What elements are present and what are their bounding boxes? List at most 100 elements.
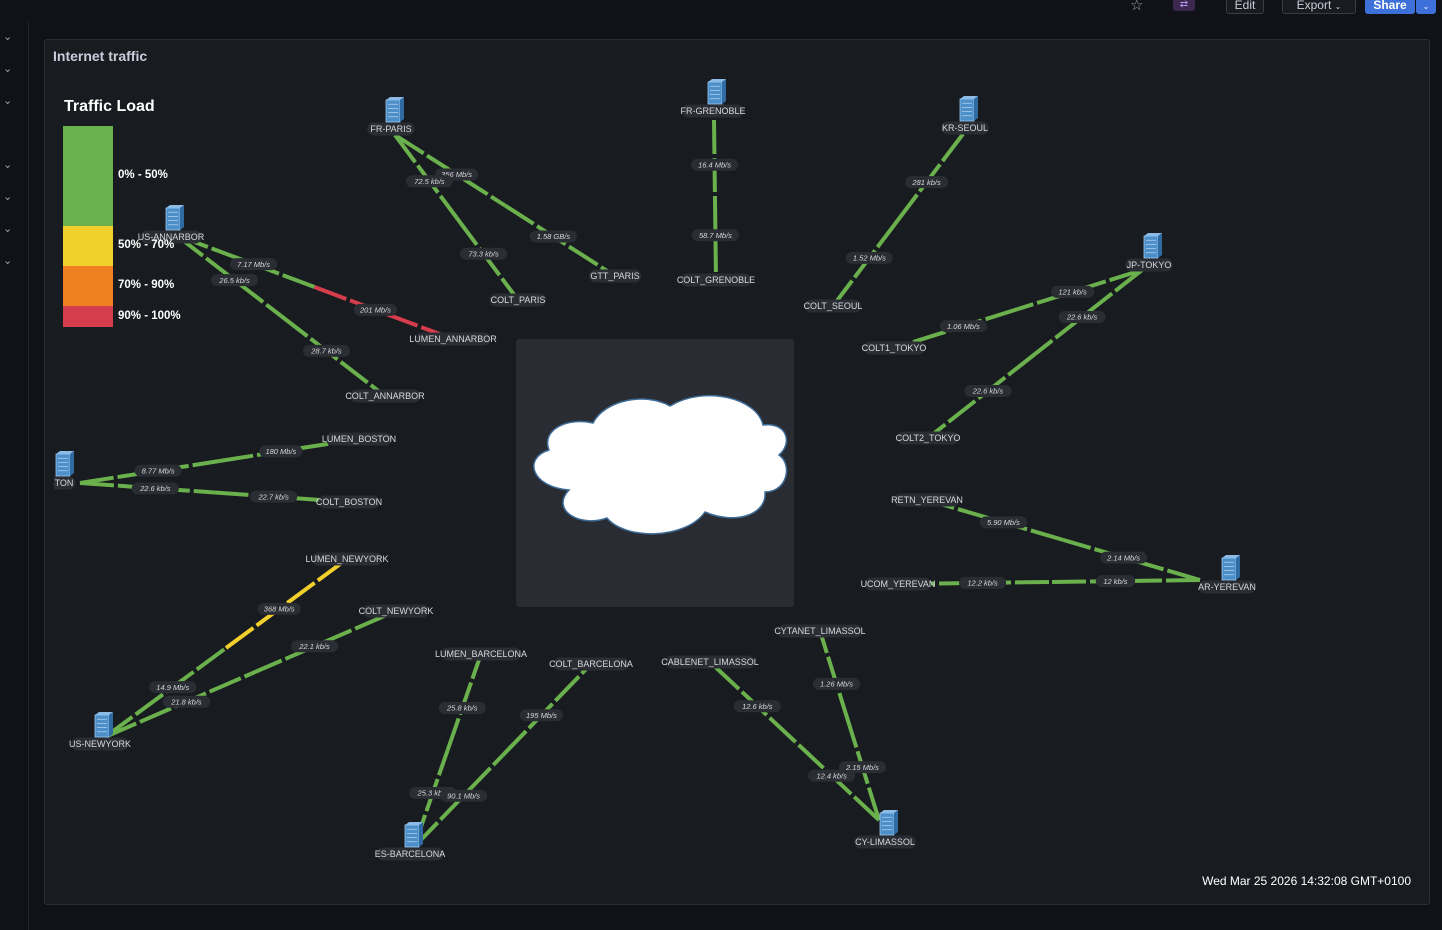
link-label[interactable]: 73.3 kb/s xyxy=(460,247,508,260)
link-segment-in[interactable] xyxy=(313,285,454,341)
link-label-text: 201 Mb/s xyxy=(359,306,391,315)
node-label-text: CYTANET_LIMASSOL xyxy=(774,626,865,636)
edit-button[interactable]: Edit xyxy=(1226,0,1264,14)
server-icon-side xyxy=(70,451,74,476)
link-label[interactable]: 180 Mb/s xyxy=(259,445,303,458)
node-label[interactable]: COLT_ANNARBOR xyxy=(345,389,425,403)
link-label[interactable]: 28.7 kb/s xyxy=(302,344,351,357)
node-label[interactable]: LUMEN_BARCELONA xyxy=(435,647,527,661)
link-label[interactable]: 22.1 kb/s xyxy=(290,640,339,653)
link-label[interactable]: 14.9 Mb/s xyxy=(149,681,197,694)
node-label[interactable]: COLT_NEWYORK xyxy=(359,604,434,618)
link-label[interactable]: 1.52 Mb/s xyxy=(845,251,893,264)
link-label-bg xyxy=(460,247,508,260)
link-label[interactable]: 72.5 kb/s xyxy=(405,175,453,188)
link-label[interactable]: 26.5 kb/s xyxy=(210,274,259,287)
node-label[interactable]: KR-SEOUL xyxy=(941,121,989,135)
node-label[interactable]: RETN_YEREVAN xyxy=(891,493,963,507)
node-label[interactable]: FR-PARIS xyxy=(367,122,415,136)
node-label[interactable]: COLT_SEOUL xyxy=(804,299,863,313)
node-label[interactable]: LUMEN_NEWYORK xyxy=(305,552,389,566)
node-label[interactable]: AR-YEREVAN xyxy=(1198,580,1256,594)
server-icon-side xyxy=(1236,555,1240,580)
link-label[interactable]: 195 Mb/s xyxy=(519,709,564,722)
star-icon[interactable]: ☆ xyxy=(1130,0,1144,14)
link-label[interactable]: 201 Mb/s xyxy=(353,303,398,316)
node-label[interactable]: ES-BARCELONA xyxy=(375,847,446,861)
link-label[interactable]: 90.1 Mb/s xyxy=(440,789,488,802)
link-label[interactable]: 2.15 Mb/s xyxy=(838,761,887,774)
node-label[interactable]: STON xyxy=(47,476,76,490)
link-label[interactable]: 58.7 Mb/s xyxy=(691,229,739,242)
link-label[interactable]: 12.2 kb/s xyxy=(959,576,1007,589)
node-label[interactable]: COLT_PARIS xyxy=(489,293,547,307)
server-icon-side xyxy=(419,822,423,847)
link-label[interactable]: 22.6 kb/s xyxy=(131,482,179,495)
link-segment-out[interactable] xyxy=(175,233,316,289)
chevron-down-icon[interactable]: ⌄ xyxy=(3,31,13,43)
link-segment-in[interactable] xyxy=(224,557,349,650)
link-label-bg xyxy=(257,602,301,615)
link-label[interactable]: 7.17 Mb/s xyxy=(230,258,278,271)
chevron-down-icon[interactable]: ⌄ xyxy=(3,159,13,171)
node-label[interactable]: COLT_BARCELONA xyxy=(549,657,633,671)
link-label[interactable]: 22.6 kb/s xyxy=(1058,311,1106,324)
share-dropdown-button[interactable]: ⌄ xyxy=(1416,0,1436,14)
chevron-down-icon[interactable]: ⌄ xyxy=(3,191,13,203)
link-label-text: 25.8 kb/s xyxy=(446,704,478,713)
swap-icon[interactable]: ⇄ xyxy=(1173,0,1195,11)
link-label[interactable]: 2.14 Mb/s xyxy=(1100,551,1148,564)
chevron-down-icon[interactable]: ⌄ xyxy=(3,255,13,267)
node-label[interactable]: GTT_PARIS xyxy=(588,269,642,283)
node-label[interactable]: US-NEWYORK xyxy=(69,737,131,751)
link-label-text: 14.9 Mb/s xyxy=(156,683,189,692)
node-label[interactable]: CY-LIMASSOL xyxy=(854,835,916,849)
link-label-text: 21.8 kb/s xyxy=(170,697,202,706)
node-label[interactable]: UCOM_YEREVAN xyxy=(861,577,936,591)
link-label[interactable]: 21.8 kb/s xyxy=(162,695,211,708)
node-label[interactable]: CABLENET_LIMASSOL xyxy=(661,655,759,669)
node-label[interactable]: COLT_BOSTON xyxy=(316,495,382,509)
node-label[interactable]: COLT1_TOKYO xyxy=(862,341,927,355)
link-label[interactable]: 12 kb/s xyxy=(1095,575,1136,588)
link-label[interactable]: 25.8 kb/s xyxy=(438,702,486,715)
link-segment-out[interactable] xyxy=(1048,578,1201,584)
link-label[interactable]: 8.77 Mb/s xyxy=(134,464,182,477)
chevron-down-icon[interactable]: ⌄ xyxy=(3,63,13,75)
node-label[interactable]: FR-GRENOBLE xyxy=(680,104,746,118)
node-label[interactable]: JP-TOKYO xyxy=(1125,258,1173,272)
server-icon xyxy=(707,79,726,105)
server-icon-body xyxy=(959,98,975,122)
link-label[interactable]: 12.6 kb/s xyxy=(733,700,781,713)
node-label-bg xyxy=(680,273,752,287)
link-label[interactable]: 1.06 Mb/s xyxy=(939,320,987,333)
node-label[interactable]: COLT2_TOKYO xyxy=(896,431,961,445)
chevron-down-icon[interactable]: ⌄ xyxy=(3,223,13,235)
node-label[interactable]: CYTANET_LIMASSOL xyxy=(774,624,866,638)
link-label[interactable]: 16.4 Mb/s xyxy=(691,158,739,171)
link-label[interactable]: 368 Mb/s xyxy=(257,602,301,615)
link-label[interactable]: 22.6 kb/s xyxy=(964,384,1012,397)
link-label-text: 180 Mb/s xyxy=(265,447,296,456)
link-label-text: 5.90 Mb/s xyxy=(987,518,1020,527)
link-label[interactable]: 1.26 Mb/s xyxy=(812,677,861,690)
node-label[interactable]: COLT_GRENOBLE xyxy=(677,273,755,287)
link-label-bg xyxy=(131,482,179,495)
link-label[interactable]: 1.58 GB/s xyxy=(529,230,577,243)
link-label[interactable]: 5.90 Mb/s xyxy=(979,516,1027,529)
node-label[interactable]: LUMEN_ANNARBOR xyxy=(409,332,497,346)
link-segment-out[interactable] xyxy=(103,646,228,739)
link-label-bg xyxy=(812,677,861,690)
share-button[interactable]: Share xyxy=(1365,0,1415,14)
node-label[interactable]: LUMEN_BOSTON xyxy=(322,432,396,446)
node-label-text: FR-GRENOBLE xyxy=(680,106,745,116)
node-label-bg xyxy=(376,847,444,861)
node-label[interactable]: US-ANNARBOR xyxy=(138,230,205,244)
link-label[interactable]: 281 kb/s xyxy=(905,176,949,189)
chevron-down-icon[interactable]: ⌄ xyxy=(3,95,13,107)
node-label-bg xyxy=(893,493,961,507)
link-label[interactable]: 22.7 kb/s xyxy=(250,490,298,503)
link-label[interactable]: 121 kb/s xyxy=(1050,285,1095,298)
export-button[interactable]: Export ⌄ xyxy=(1282,0,1356,14)
